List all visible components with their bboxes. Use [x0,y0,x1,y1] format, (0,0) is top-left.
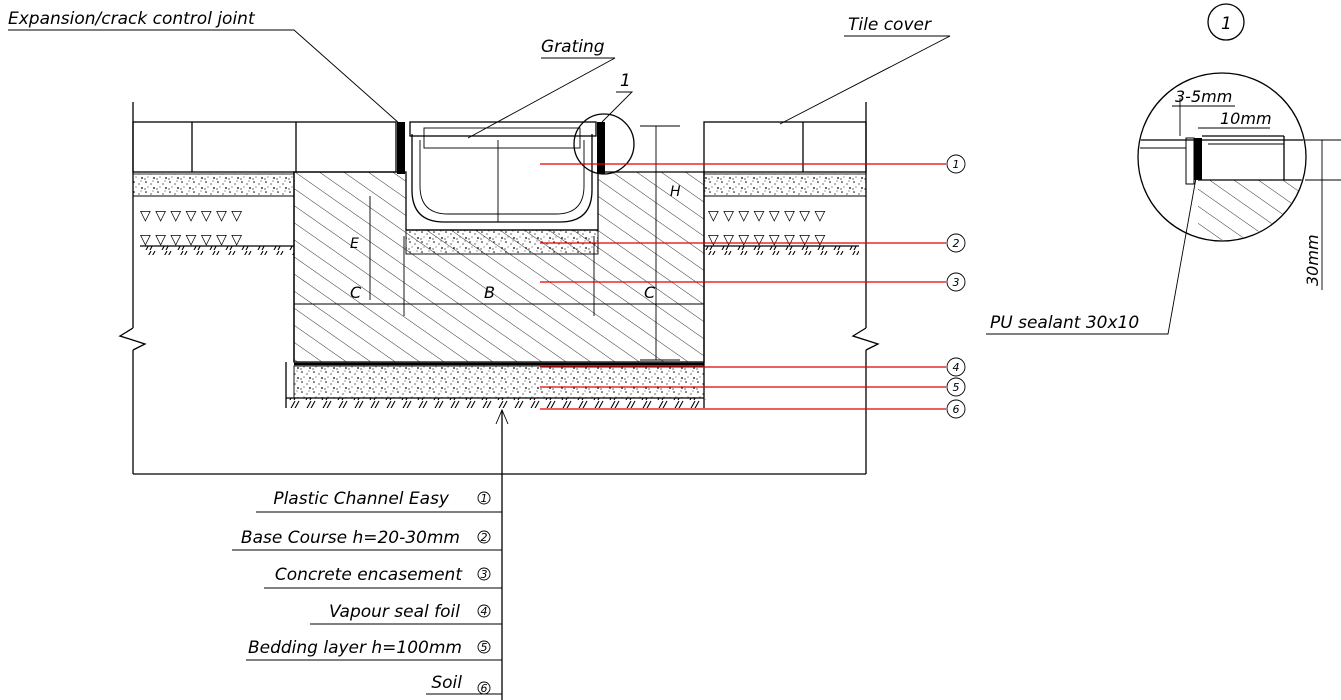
marker-2: 2 [953,237,960,250]
marker-circle-6 [946,399,966,419]
dim-width: 10mm [1220,109,1272,128]
label-pu-sealant: PU sealant 30x10 [990,313,1139,333]
marker-3: 3 [953,276,960,289]
detail-title: 1 [1221,14,1232,34]
soil-layer [286,398,706,408]
legend-block: Plastic Channel Easy 1 Base Course h=20-… [232,408,509,700]
tile-cover-left [132,121,397,173]
joint-right [597,122,605,174]
base-course [405,229,599,255]
tile-bedding-left [132,173,295,197]
marker-circle-2 [946,233,966,253]
dim-gap: 3-5mm [1175,87,1232,106]
bedding-layer [293,365,705,399]
dim-c-left: C [350,283,362,302]
legend-num-4: 4 [481,605,488,618]
label-expansion-joint: Expansion/crack control joint [8,9,256,29]
concrete-encasement [293,171,705,363]
joint-left [397,122,405,174]
label-tile-cover: Tile cover [848,15,932,35]
label-detail-ref: 1 [620,71,631,91]
svg-text:▽ ▽ ▽ ▽ ▽ ▽ ▽ ▽: ▽ ▽ ▽ ▽ ▽ ▽ ▽ ▽ [708,232,826,248]
fill-layer-left: ▽ ▽ ▽ ▽ ▽ ▽ ▽ ▽ ▽ ▽ ▽ ▽ ▽ ▽ [133,195,294,255]
label-grating: Grating [541,37,605,57]
detail-title-circle [1207,3,1245,41]
red-leaders [540,163,946,410]
detail-circle [573,113,635,175]
marker-circle-5 [946,377,966,397]
legend-item-6: Soil [431,673,462,693]
legend-item-2: Base Course h=20-30mm [241,528,460,548]
plastic-channel [406,134,598,231]
dim-depth: 30mm [1303,234,1322,286]
marker-group: 1 2 3 4 5 6 [946,154,966,419]
grating [409,121,597,149]
svg-text:▽ ▽ ▽ ▽ ▽ ▽ ▽ ▽: ▽ ▽ ▽ ▽ ▽ ▽ ▽ ▽ [708,208,826,224]
dim-e: E [350,236,359,252]
marker-1: 1 [953,158,960,171]
marker-circle-3 [946,272,966,292]
marker-4: 4 [953,361,960,374]
legend-num-6: 6 [481,682,488,695]
svg-text:▽ ▽ ▽ ▽ ▽ ▽ ▽: ▽ ▽ ▽ ▽ ▽ ▽ ▽ [140,208,242,224]
dim-h: H [670,184,681,200]
legend-item-1: Plastic Channel Easy [273,489,450,509]
legend-num-2: 2 [481,531,488,544]
fill-layer-right: ▽ ▽ ▽ ▽ ▽ ▽ ▽ ▽ ▽ ▽ ▽ ▽ ▽ ▽ ▽ ▽ [704,195,866,255]
marker-6: 6 [953,403,960,416]
legend-item-4: Vapour seal foil [329,602,460,622]
legend-num-1: 1 [481,492,488,505]
legend-item-5: Bedding layer h=100mm [248,638,462,658]
marker-5: 5 [953,381,960,394]
marker-circle-1 [946,154,966,174]
marker-circle-4 [946,357,966,377]
dim-c-right: C [644,283,656,302]
legend-num-3: 3 [481,568,488,581]
legend-item-3: Concrete encasement [275,565,463,585]
tile-bedding-right [703,173,867,197]
dim-b: B [484,283,495,302]
legend-num-5: 5 [481,641,488,654]
svg-text:▽ ▽ ▽ ▽ ▽ ▽ ▽: ▽ ▽ ▽ ▽ ▽ ▽ ▽ [140,232,242,248]
